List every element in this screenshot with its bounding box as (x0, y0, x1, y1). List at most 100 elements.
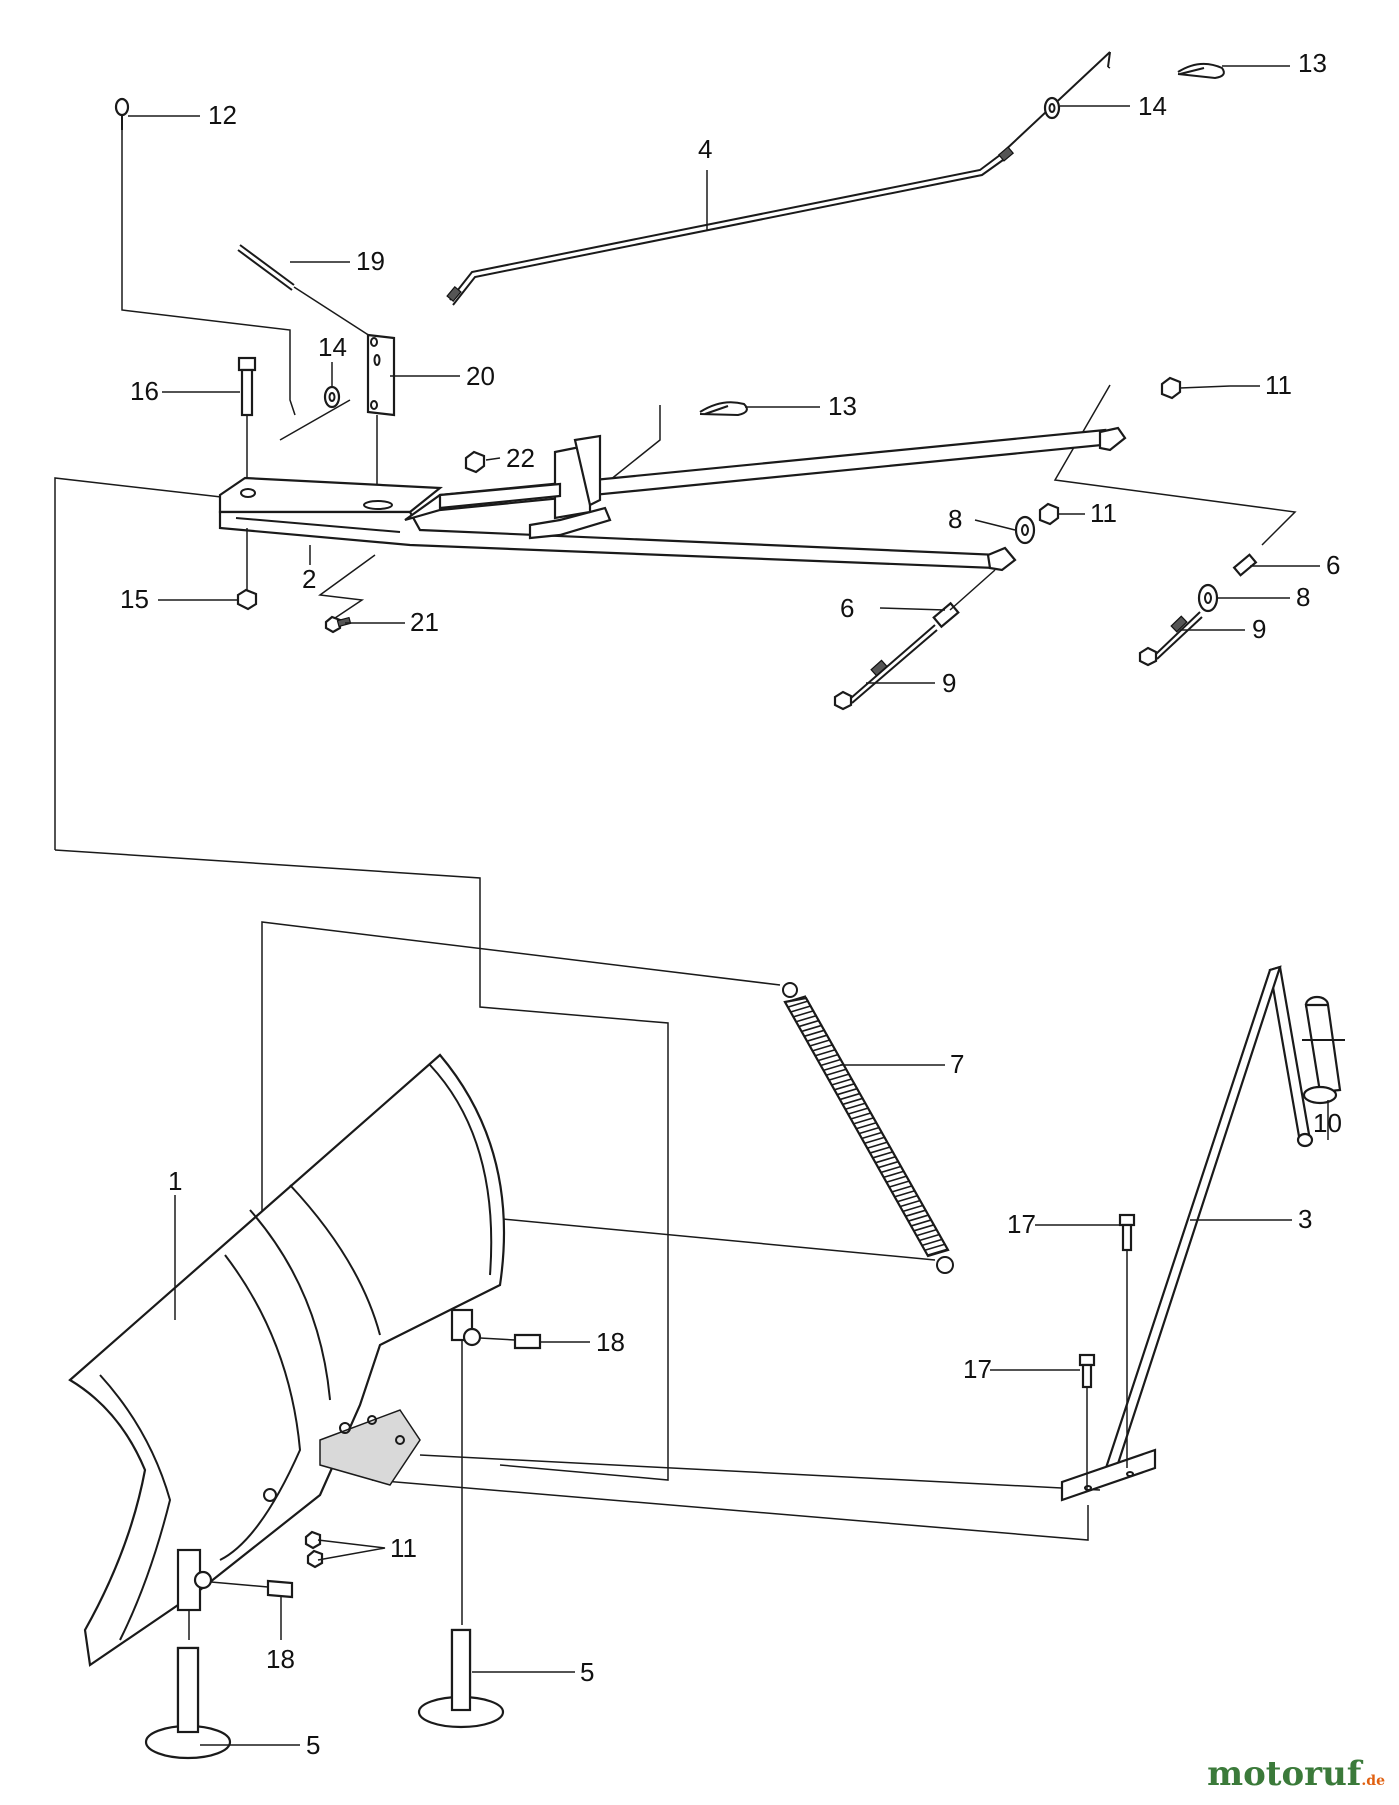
spring-coil (862, 1131, 883, 1139)
callout-14: 14 (1138, 91, 1167, 121)
callout-10: 10 (1313, 1108, 1342, 1138)
callout-9: 9 (1252, 614, 1266, 644)
bolt-17-upper (1118, 1213, 1136, 1468)
spring-coil (889, 1180, 910, 1188)
push-rod (446, 51, 1111, 306)
spacer-6-right (1232, 553, 1258, 577)
spring-coil (916, 1228, 938, 1237)
callout-7: 7 (950, 1049, 964, 1079)
bolt-18-upper (462, 1327, 542, 1350)
spring-coil (788, 1000, 809, 1008)
skid-shoe-right (417, 1308, 505, 1729)
spring-coil (832, 1077, 853, 1086)
washer-8-left (1014, 515, 1036, 545)
spacer-6-left (932, 569, 996, 629)
callout-15: 15 (120, 584, 149, 614)
spring-coil (900, 1199, 921, 1208)
callout-14: 14 (318, 332, 347, 362)
bracket-plate (366, 333, 396, 495)
callout-17: 17 (1007, 1209, 1036, 1239)
spring-coil (843, 1097, 864, 1105)
spring-coil (807, 1034, 829, 1042)
bolt-17-lower (1078, 1353, 1096, 1490)
spring-coil (848, 1107, 870, 1115)
bolt-9-right (1138, 611, 1203, 667)
bolt-9-left (833, 624, 938, 711)
nut-11-upper (1160, 376, 1231, 400)
callout-6: 6 (840, 593, 854, 623)
callout-12: 12 (208, 100, 237, 130)
spring-coil (829, 1073, 850, 1081)
nut-15 (236, 588, 258, 611)
spring-coil (903, 1204, 924, 1212)
spring-coil (881, 1165, 902, 1174)
extension-spring (782, 982, 954, 1274)
spring-coil (895, 1189, 916, 1198)
spring-coil (845, 1102, 867, 1110)
hex-bolt-16 (237, 356, 257, 480)
callout-21: 21 (410, 607, 439, 637)
spring-coil (856, 1121, 878, 1130)
callout-16: 16 (130, 376, 159, 406)
spring-coil (911, 1219, 932, 1227)
spring-coil (813, 1043, 834, 1052)
spring-coil (859, 1126, 880, 1135)
spring-coil (908, 1214, 930, 1222)
spring-coil (925, 1243, 946, 1251)
watermark-brand: motoruf (1207, 1754, 1362, 1794)
washer-middle (323, 385, 341, 409)
handle-grip (1302, 995, 1345, 1140)
spring-coil (922, 1238, 943, 1247)
callout-4: 4 (698, 134, 712, 164)
spring-coil (851, 1112, 872, 1120)
spring-coil (914, 1223, 935, 1232)
callout-11: 11 (1265, 370, 1292, 400)
callout-22: 22 (506, 443, 535, 473)
washer-8-right (1197, 583, 1219, 613)
callout-2: 2 (302, 564, 316, 594)
callout-13: 13 (1298, 48, 1327, 78)
skid-shoe-left (144, 1548, 232, 1760)
callout-19: 19 (356, 246, 385, 276)
threaded-rod (237, 244, 371, 337)
spring-coil (840, 1092, 861, 1101)
main-frame (218, 426, 1127, 590)
spring-coil (905, 1209, 927, 1217)
angle-handle (1060, 965, 1314, 1502)
callout-13: 13 (828, 391, 857, 421)
callout-6: 6 (1326, 550, 1340, 580)
plow-blade (68, 1053, 506, 1667)
callout-11: 11 (390, 1533, 417, 1563)
callout-8: 8 (948, 504, 962, 534)
spring-coil (791, 1004, 812, 1013)
spring-coil (810, 1039, 831, 1047)
callout-3: 3 (1298, 1204, 1312, 1234)
watermark-suffix: .de (1361, 1773, 1385, 1789)
spring-coil (837, 1087, 859, 1096)
nut-11-middle (1038, 502, 1060, 526)
spring-coil (854, 1116, 875, 1125)
leader-lines (128, 65, 1320, 1746)
bolt-21 (324, 615, 352, 634)
hairpin-clip-top (1177, 62, 1225, 80)
spring-coil (804, 1029, 826, 1037)
spring-coil (785, 995, 807, 1003)
callout-18: 18 (266, 1644, 295, 1674)
callout-20: 20 (466, 361, 495, 391)
spring-coil (815, 1048, 837, 1057)
spring-coil (796, 1014, 818, 1023)
spring-coil (919, 1233, 941, 1242)
spring-coil (799, 1019, 820, 1028)
callout-labels: 13 14 12 4 19 14 20 16 13 11 22 8 11 6 2… (120, 48, 1342, 1760)
spring-coil (892, 1184, 913, 1193)
hairpin-clip-middle (699, 401, 748, 417)
spring-coil (927, 1248, 949, 1256)
callout-11: 11 (1090, 498, 1117, 528)
callout-1: 1 (168, 1166, 182, 1196)
spring-coil (867, 1141, 889, 1149)
spring-coil (870, 1146, 891, 1154)
spring-coil (878, 1160, 900, 1169)
spring-coil (897, 1194, 919, 1203)
